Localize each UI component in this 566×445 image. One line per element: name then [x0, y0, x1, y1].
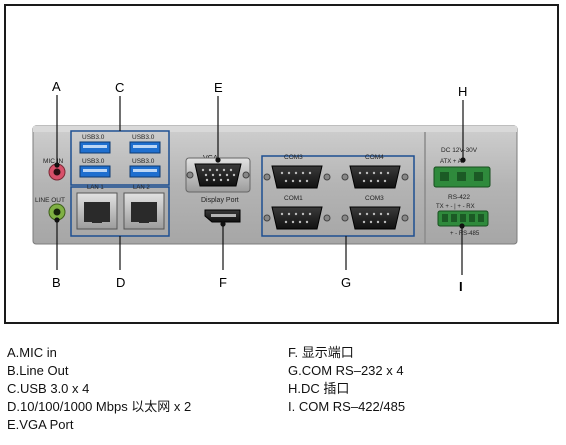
- panel-top-edge: [33, 126, 517, 132]
- mic-in-jack-hole: [53, 168, 61, 176]
- usb-label-1: USB3.0: [82, 134, 105, 141]
- terminal-screw: [451, 214, 457, 222]
- com-screw: [341, 214, 349, 222]
- terminal-screw: [460, 214, 466, 222]
- usb-label-4: USB3.0: [132, 158, 155, 165]
- vga-screw-right: [242, 171, 250, 179]
- callout-f: F: [219, 275, 227, 290]
- terminal-screw: [440, 172, 449, 181]
- usb-port-2: USB3.0: [129, 134, 161, 154]
- db9-pins: [280, 171, 390, 224]
- legend-right: F. 显示端口 G.COM RS–232 x 4 H.DC 插口 I. COM …: [288, 344, 405, 416]
- db9-connector: [349, 165, 401, 189]
- com-screw: [341, 173, 349, 181]
- lan-port-1: [76, 192, 118, 230]
- mic-in-label: MIC IN: [43, 158, 64, 165]
- vga-screw-left: [186, 171, 194, 179]
- lan-label-2: LAN 2: [133, 185, 150, 191]
- terminal-screw: [474, 172, 483, 181]
- callout-i: I: [459, 279, 463, 294]
- callout-d: D: [116, 275, 125, 290]
- com-label: COM4: [365, 154, 384, 161]
- rs422-title-label: RS-422: [448, 194, 470, 201]
- rs485-title-label: + - RS-485: [450, 231, 480, 237]
- lan-port-2: [123, 192, 165, 230]
- terminal-screw: [469, 214, 475, 222]
- com-screw: [323, 173, 331, 181]
- db9-connector: [271, 165, 323, 189]
- callout-g: G: [341, 275, 351, 290]
- lan-socket: [131, 202, 157, 222]
- rs422-pins-label: TX + - | + - RX: [436, 204, 475, 210]
- com-group-box: [261, 155, 415, 237]
- com-screw: [323, 214, 331, 222]
- usb-tongue: [133, 169, 157, 172]
- legend-item-g: G.COM RS–232 x 4: [288, 363, 404, 378]
- usb-port-4: USB3.0: [129, 158, 161, 178]
- com-screw: [401, 214, 409, 222]
- legend-item-i: I. COM RS–422/485: [288, 399, 406, 414]
- callout-b: B: [52, 275, 61, 290]
- legend-item-h: H.DC 插口: [288, 381, 350, 396]
- line-out-jack-hole: [53, 208, 61, 216]
- terminal-screw: [478, 214, 484, 222]
- vga-pins: [201, 168, 236, 182]
- lan-socket: [84, 202, 110, 222]
- legend-item-e: E.VGA Port: [7, 417, 74, 432]
- legend-left: A.MIC in B.Line Out C.USB 3.0 x 4 D.10/1…: [7, 344, 191, 434]
- db9-connector: [349, 206, 401, 230]
- callout-c: C: [115, 80, 124, 95]
- legend-item-f: F. 显示端口: [288, 345, 354, 360]
- com-port-bottom-right: COM3: [341, 195, 409, 230]
- display-port-tongue: [211, 214, 236, 217]
- dc-terminal-block: [433, 166, 491, 188]
- callout-e: E: [214, 80, 223, 95]
- com-label: COM3: [284, 154, 303, 161]
- terminal-screw: [457, 172, 466, 181]
- callout-h: H: [458, 84, 467, 99]
- dc-pins-label: ATX + AT: [440, 159, 465, 165]
- lan-label-1: LAN 1: [87, 185, 104, 191]
- db9-connector: [271, 206, 323, 230]
- usb-tongue: [83, 145, 107, 148]
- line-out-label: LINE OUT: [35, 197, 65, 204]
- com-screw: [263, 173, 271, 181]
- com-label: COM1: [284, 195, 303, 202]
- lan-latch: [92, 218, 102, 223]
- callout-lines: [54, 95, 466, 275]
- usb-label-3: USB3.0: [82, 158, 105, 165]
- rs422-terminal-block: [437, 210, 489, 227]
- usb-tongue: [133, 145, 157, 148]
- com-label: COM3: [365, 195, 384, 202]
- callout-a: A: [52, 79, 61, 94]
- display-port-label: Display Port: [201, 197, 239, 204]
- usb-tongue: [83, 169, 107, 172]
- lan-latch: [139, 218, 149, 223]
- usb-port-1: USB3.0: [79, 134, 111, 154]
- usb-label-2: USB3.0: [132, 134, 155, 141]
- legend-item-a: A.MIC in: [7, 345, 57, 360]
- usb-port-3: USB3.0: [79, 158, 111, 178]
- legend-item-b: B.Line Out: [7, 363, 69, 378]
- dc-title-label: DC 12V-30V: [441, 147, 478, 154]
- com-screw: [401, 173, 409, 181]
- legend-item-d: D.10/100/1000 Mbps 以太网 x 2: [7, 399, 192, 414]
- com-port-bottom-left: COM1: [263, 195, 331, 230]
- terminal-screw: [442, 214, 448, 222]
- com-port-top-right: COM4: [341, 154, 409, 189]
- com-screw: [263, 214, 271, 222]
- com-port-top-left: COM3: [263, 154, 331, 189]
- legend-item-c: C.USB 3.0 x 4: [7, 381, 90, 396]
